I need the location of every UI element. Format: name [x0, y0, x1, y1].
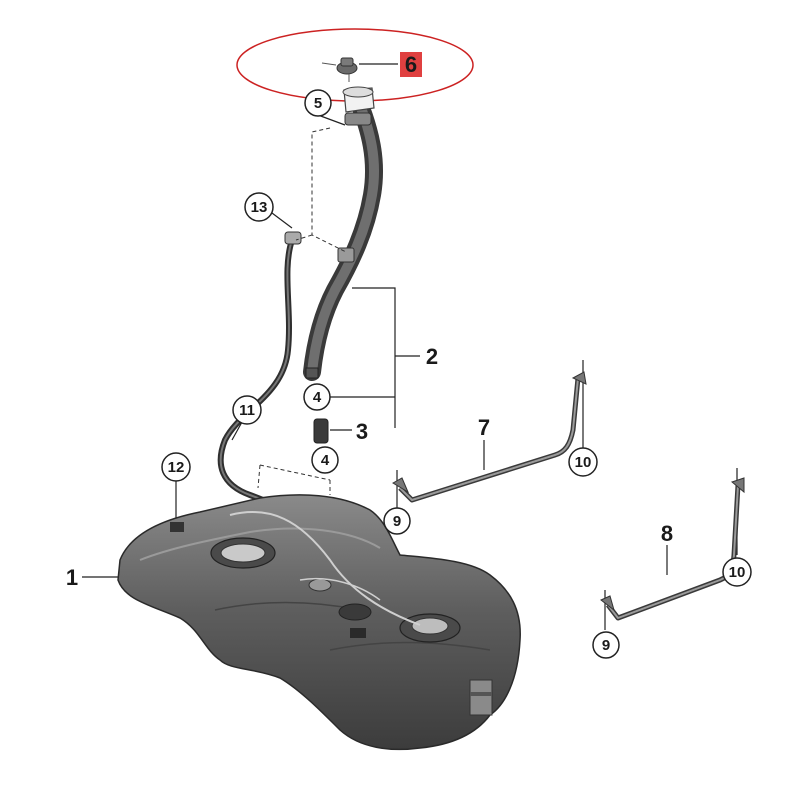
callout-4b-group: 4 [311, 446, 339, 474]
part-connector-3 [313, 418, 329, 444]
callout-9a-group: 9 [383, 507, 411, 535]
strap-8-bolt [600, 595, 615, 612]
callout-10a: 10 [575, 454, 592, 471]
callout-7: 7 [478, 415, 490, 440]
callout-4a: 4 [313, 389, 322, 406]
callout-2: 2 [426, 344, 438, 369]
callout-9a: 9 [393, 513, 401, 530]
callout-8: 8 [661, 521, 673, 546]
callout-6: 6 [405, 52, 417, 77]
part-filler-cap [321, 57, 398, 82]
callout-12-group: 12 [161, 452, 191, 482]
callout-1: 1 [66, 565, 78, 590]
callout-5-group: 5 [304, 89, 332, 117]
part-filler-neck [303, 86, 383, 381]
part-fuel-tank [117, 494, 521, 751]
strap-8-clip [730, 477, 745, 494]
callout-10b: 10 [729, 564, 746, 581]
highlight-box-6 [400, 52, 422, 77]
callout-5: 5 [314, 95, 322, 112]
leader-lines [257, 127, 347, 495]
callout-13-group: 13 [244, 192, 274, 222]
callout-10a-group: 10 [568, 447, 598, 477]
strap-7-bolt [392, 477, 410, 494]
strap-7-clip [571, 371, 587, 385]
callout-13: 13 [251, 199, 268, 216]
callout-3: 3 [356, 419, 368, 444]
callout-4a-group: 4 [303, 383, 331, 411]
callout-12: 12 [168, 459, 185, 476]
callout-11-group: 11 [232, 395, 262, 425]
callout-11: 11 [239, 402, 255, 419]
callout-9b-group: 9 [592, 631, 620, 659]
callout-10b-group: 10 [722, 557, 752, 587]
callout-9b: 9 [602, 637, 610, 654]
callout-4b: 4 [321, 452, 330, 469]
